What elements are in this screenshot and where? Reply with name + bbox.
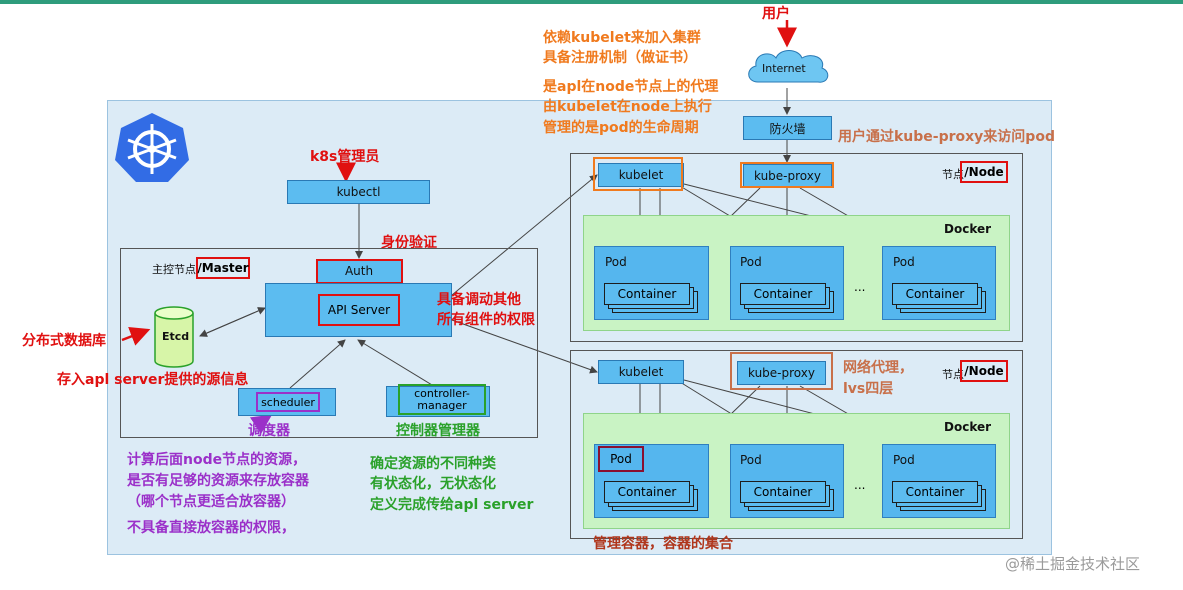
node-1-pod-3-container-label: Container xyxy=(905,287,965,301)
etcd-note: 分布式数据库 xyxy=(22,333,106,349)
node-2-ellipsis: ... xyxy=(854,478,866,492)
node-1-title-text: /Node xyxy=(964,165,1004,179)
scheduler-label: scheduler xyxy=(261,395,315,409)
node-2-pod-1-label: Pod xyxy=(610,452,632,466)
node-2-kube-proxy-highlight xyxy=(730,352,833,390)
auth-note: 身份验证 xyxy=(381,235,437,251)
node-2-title-text: /Node xyxy=(964,364,1004,378)
node-2-pod-2-container-label: Container xyxy=(753,485,813,499)
kubectl-label: kubectl xyxy=(336,185,381,199)
scheduler-note-3: （哪个节点更适合放容器） xyxy=(127,494,295,510)
node-1-frame xyxy=(570,153,1023,342)
firewall-box[interactable]: 防火墙 xyxy=(743,116,832,140)
api-note-1: 具备调动其他 xyxy=(437,292,521,308)
node-2-kubelet[interactable]: kubelet xyxy=(598,360,684,384)
etcd-note-2: 存入apl server提供的源信息 xyxy=(57,372,249,388)
kubelet-note-5: 管理的是pod的生命周期 xyxy=(543,120,699,136)
node-2-pod-1-highlight: Pod xyxy=(598,446,644,472)
docker-note: 管理容器，容器的集合 xyxy=(593,536,733,552)
controller-manager-label: controller- manager xyxy=(414,386,470,412)
node-1-pod-1-container[interactable]: Container xyxy=(604,283,690,305)
master-title: /Master xyxy=(196,257,250,279)
node-1-pod-1-label: Pod xyxy=(605,255,627,269)
api-server-label: API Server xyxy=(327,303,391,317)
auth-highlight xyxy=(316,259,403,284)
node-1-docker-label: Docker xyxy=(944,222,992,236)
controller-note-2: 有状态化，无状态化 xyxy=(370,476,496,492)
controller-cn-label: 控制器管理器 xyxy=(396,423,480,439)
node-2-title-prefix: 节点 xyxy=(942,368,964,381)
node-2-pod-1-container-label: Container xyxy=(617,485,677,499)
scheduler-note-4: 不具备直接放容器的权限， xyxy=(127,520,295,536)
node-2-kube-proxy-label: kube-proxy xyxy=(748,366,815,380)
node-1-kubelet[interactable]: kubelet xyxy=(598,163,684,187)
node-2-pod-2-label: Pod xyxy=(740,453,762,467)
scheduler-highlight: scheduler xyxy=(256,392,320,412)
kubernetes-logo xyxy=(115,113,189,182)
controller-note-3: 定义完成传给apl server xyxy=(370,497,534,513)
auth-label: Auth xyxy=(344,264,374,278)
firewall-label: 防火墙 xyxy=(769,121,806,136)
node-1-title: /Node xyxy=(960,161,1008,183)
node-1-pod-3-label: Pod xyxy=(893,255,915,269)
api-note-2: 所有组件的权限 xyxy=(437,312,535,328)
node-1-kube-proxy-label: kube-proxy xyxy=(754,169,821,183)
user-label: 用户 xyxy=(762,6,790,22)
node-2-pod-1-container[interactable]: Container xyxy=(604,481,690,503)
node-2-pod-3-container-label: Container xyxy=(905,485,965,499)
kubelet-note-2: 具备注册机制（做证书） xyxy=(543,50,697,66)
node-2-pod-2-container[interactable]: Container xyxy=(740,481,826,503)
master-title-text: /Master xyxy=(197,261,249,275)
internet-label: Internet xyxy=(762,62,806,75)
top-accent-line xyxy=(0,0,1183,4)
master-node-frame xyxy=(120,248,538,438)
node-1-pod-3-container[interactable]: Container xyxy=(892,283,978,305)
node-1-ellipsis: ... xyxy=(854,280,866,294)
node-2-title: /Node xyxy=(960,360,1008,382)
node-1-kubelet-highlight xyxy=(593,157,683,191)
node-1-kube-proxy-highlight xyxy=(740,162,834,188)
node-1-pod-1-container-label: Container xyxy=(617,287,677,301)
node-2-docker-label: Docker xyxy=(944,420,992,434)
etcd-cylinder[interactable] xyxy=(152,305,196,369)
node-1-kubelet-label: kubelet xyxy=(618,168,664,182)
internet-cloud[interactable] xyxy=(742,44,834,92)
node-2-frame xyxy=(570,350,1023,539)
kubelet-note-3: 是apl在node节点上的代理 xyxy=(543,79,719,95)
scheduler-cn-label: 调度器 xyxy=(248,423,290,439)
node-2-pod-3-label: Pod xyxy=(893,453,915,467)
master-title-prefix: 主控节点 xyxy=(152,263,196,276)
controller-manager-highlight: controller- manager xyxy=(398,384,486,415)
node-1-pod-2-container-label: Container xyxy=(753,287,813,301)
node-1-pod-2-label: Pod xyxy=(740,255,762,269)
node-2-kubelet-label: kubelet xyxy=(618,365,664,379)
node-2-proxy-note-1: 网络代理， xyxy=(843,360,913,376)
node-2-proxy-note-2: lvs四层 xyxy=(843,381,894,397)
k8s-admin-label: k8s管理员 xyxy=(310,149,380,165)
firewall-note: 用户通过kube-proxy来访问pod xyxy=(838,129,1055,145)
controller-manager-box[interactable] xyxy=(386,386,490,417)
scheduler-note-2: 是否有足够的资源来存放容器 xyxy=(127,473,309,489)
scheduler-note-1: 计算后面node节点的资源， xyxy=(127,452,307,468)
controller-note-1: 确定资源的不同种类 xyxy=(370,456,496,472)
etcd-label: Etcd xyxy=(162,330,190,343)
node-2-pod-3-container[interactable]: Container xyxy=(892,481,978,503)
node-2-kube-proxy[interactable]: kube-proxy xyxy=(737,361,826,385)
node-1-pod-2-container[interactable]: Container xyxy=(740,283,826,305)
kubelet-note-1: 依赖kubelet来加入集群 xyxy=(543,30,701,46)
api-server-highlight: API Server xyxy=(318,294,400,326)
kubelet-note-4: 由kubelet在node上执行 xyxy=(543,99,712,115)
kubectl-box[interactable]: kubectl xyxy=(287,180,430,204)
api-server-box[interactable] xyxy=(265,283,452,337)
node-1-title-prefix: 节点 xyxy=(942,168,964,181)
watermark: @稀土掘金技术社区 xyxy=(1005,555,1141,573)
